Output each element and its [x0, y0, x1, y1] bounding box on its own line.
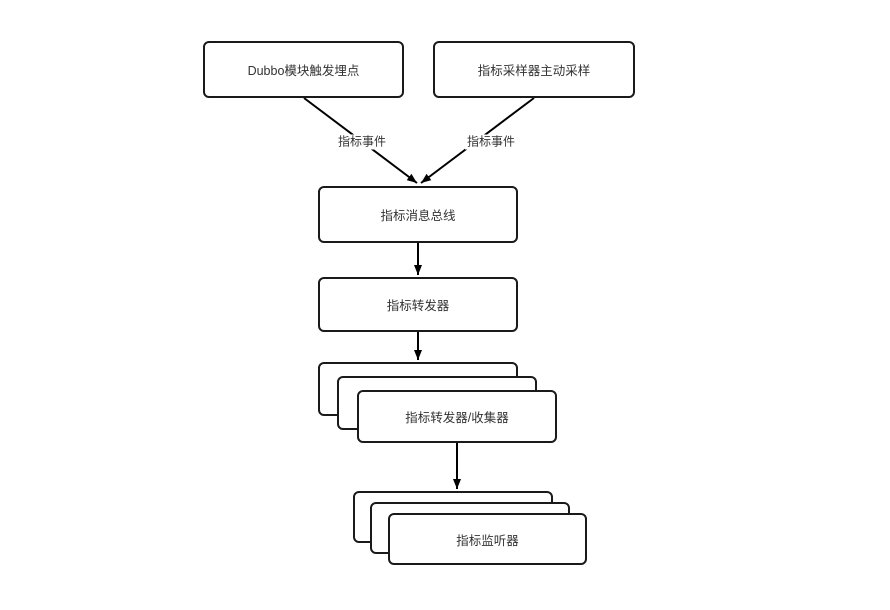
node-listener-stack-front: 指标监听器: [388, 513, 587, 565]
edge-label-metric-event-right: 指标事件: [464, 134, 518, 150]
node-dubbo-trigger: Dubbo模块触发埋点: [203, 41, 404, 98]
node-metric-sampler-label: 指标采样器主动采样: [477, 64, 591, 78]
node-metric-forwarder-label: 指标转发器: [386, 299, 450, 313]
node-metric-message-bus-label: 指标消息总线: [380, 209, 456, 223]
node-metric-message-bus: 指标消息总线: [318, 186, 518, 243]
node-collector-label: 指标转发器/收集器: [405, 411, 509, 425]
node-metric-sampler: 指标采样器主动采样: [433, 41, 635, 98]
node-collector-stack-front: 指标转发器/收集器: [357, 390, 557, 443]
node-listener-label: 指标监听器: [456, 533, 519, 548]
node-dubbo-trigger-label: Dubbo模块触发埋点: [247, 64, 360, 78]
edge-label-metric-event-left: 指标事件: [335, 134, 389, 150]
node-metric-forwarder: 指标转发器: [318, 277, 518, 332]
